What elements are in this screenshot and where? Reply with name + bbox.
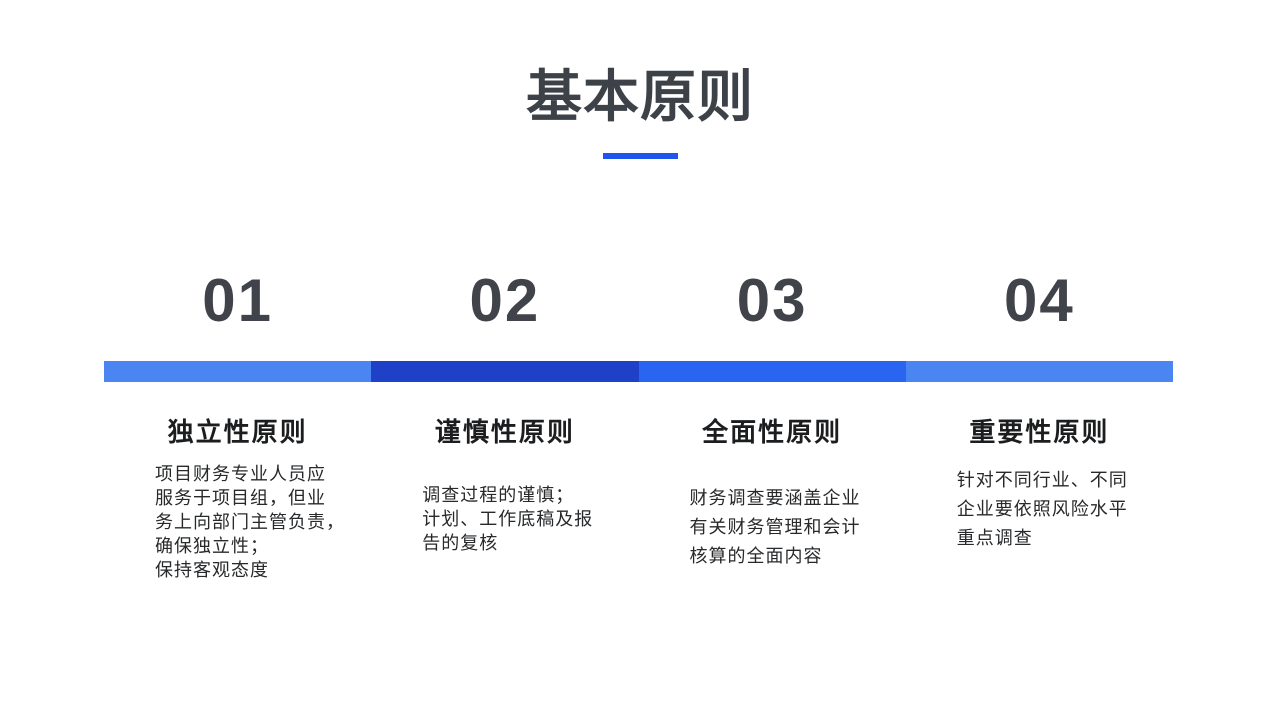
bar-segment [104,361,372,382]
column-number: 01 [202,267,273,334]
column-heading: 重要性原则 [969,418,1110,447]
column-number: 02 [469,267,541,334]
principle-column-2: 02 谨慎性原则 调查过程的谨慎； 计划、工作底稿及报 告的复核 [371,267,639,610]
column-heading: 谨慎性原则 [434,418,575,447]
column-number: 03 [736,267,808,334]
column-body-text: 财务调查要涵盖企业 有关财务管理和会计 核算的全面内容 [689,488,861,566]
column-body-text: 项目财务专业人员应 服务于项目组，但业 务上向部门主管负责， 确保独立性； 保持… [155,464,345,580]
bar-segment [905,361,1173,382]
principles-grid: 01 独立性原则 项目财务专业人员应 服务于项目组，但业 务上向部门主管负责， … [104,270,1173,610]
column-body-text: 调查过程的谨慎； 计划、工作底稿及报 告的复核 [422,485,594,553]
bar-segment [638,361,906,382]
column-body-text: 针对不同行业、不同 企业要依照风险水平 重点调查 [956,470,1128,548]
page-title: 基本原则 [526,65,754,128]
column-heading: 独立性原则 [167,418,308,447]
title-accent-underline [603,153,678,159]
principle-column-1: 01 独立性原则 项目财务专业人员应 服务于项目组，但业 务上向部门主管负责， … [104,267,372,610]
column-number: 04 [1004,267,1075,334]
bar-segment [371,361,639,382]
principle-column-3: 03 全面性原则 财务调查要涵盖企业 有关财务管理和会计 核算的全面内容 [638,267,906,610]
principle-column-4: 04 重要性原则 针对不同行业、不同 企业要依照风险水平 重点调查 [905,267,1173,610]
column-heading: 全面性原则 [702,418,843,447]
